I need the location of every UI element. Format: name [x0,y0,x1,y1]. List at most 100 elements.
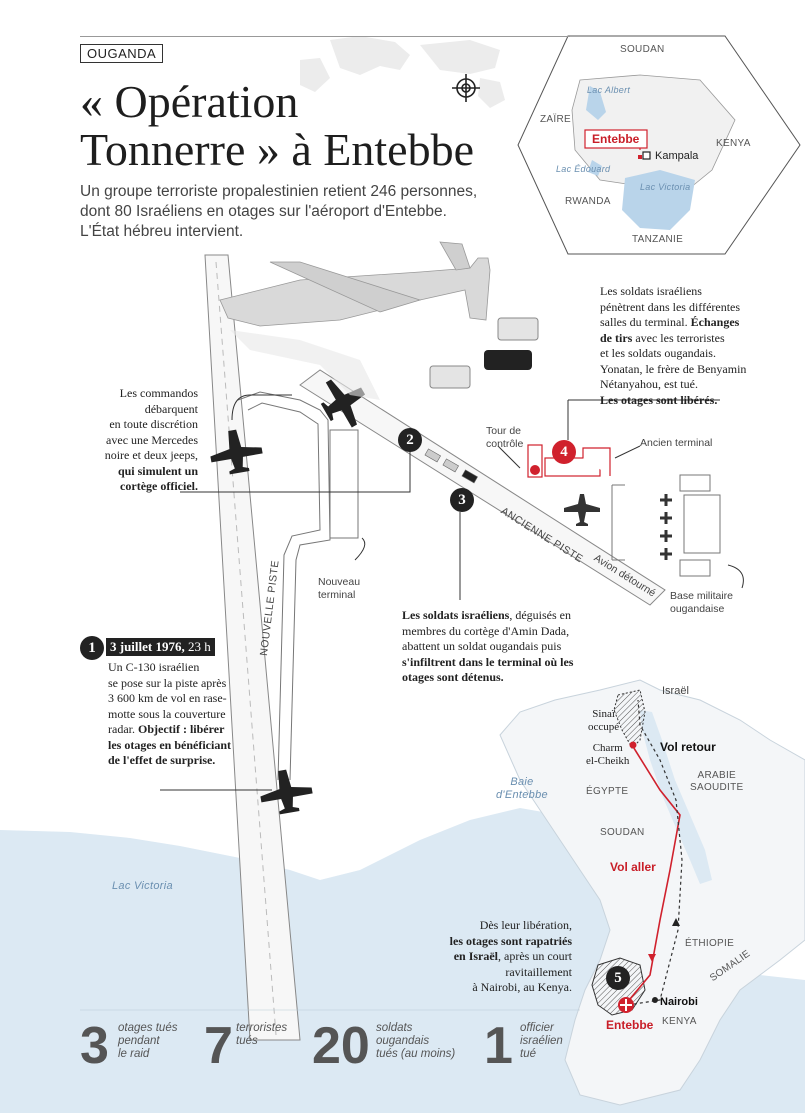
locator-map [517,35,801,255]
step-4-line: et les soldats ougandais. [600,346,716,360]
stat-line: tués (au moins) [376,1048,456,1060]
stat-line: le raid [118,1048,150,1060]
plane-marker-icon [620,999,632,1011]
leader-lines [160,394,744,791]
locator-tanzanie-label: TANZANIE [632,234,684,245]
new-terminal-line-1: Nouveau [318,576,361,588]
step-4-bold: Les otages sont libérés. [600,392,718,407]
locator-rwanda-label: RWANDA [565,196,611,207]
stat-soldiers-label: soldats ougandais tués (au moins) [376,1022,455,1061]
stat-soldiers-value: 20 [312,1017,370,1075]
step-2-line: noire et deux jeeps, [104,448,198,462]
step-5-line: , après un court [498,949,572,963]
nairobi-label: Nairobi [660,996,698,1008]
military-base-label: Base militaire ougandaise [670,590,733,616]
step-1-date-time: 23 h [184,639,211,654]
header-rule [80,36,570,37]
step-4-text: Les soldats israéliens pénètrent dans le… [600,284,750,408]
control-tower-line-2: contrôle [486,438,524,450]
entebbe-bay-label: Baie d'Entebbe [496,776,548,802]
step-1-bold: les otages en bénéficiant [108,737,231,752]
step-2-text: Les commandos débarquent en toute discré… [104,386,198,495]
israel-label: Israël [662,685,689,697]
saudi-arabia-label: ARABIE SAOUDITE [690,770,744,794]
step-1-bold: Objectif : libérer [134,722,225,736]
charm-line-2: el-Cheikh [586,755,630,767]
page-title: « Opération Tonnerre » à Entebbe [80,78,474,174]
step-5-line: à Nairobi, au Kenya. [472,980,572,994]
outbound-flight-label: Vol aller [610,860,656,874]
saudi-line-1: ARABIE [697,770,736,781]
step-2-line: débarquent [144,401,198,416]
step-5-line: Dès leur libération, [479,918,572,932]
military-base-line-1: Base militaire [670,590,734,602]
route-map-land [499,679,805,1106]
target-icon [452,74,480,102]
locator-soudan-label: SOUDAN [620,44,665,55]
sudan-label: SOUDAN [600,827,645,838]
charm-el-cheikh-label: Charm el-Cheikh [586,742,629,768]
step-1-line: radar. [108,722,135,736]
step-3-bold: otages sont détenus. [402,670,504,684]
step-4-line: Yonatan, le frère de Benyamin [600,361,747,376]
kenya-label: KENYA [662,1016,697,1027]
route-arrow-down-icon [648,954,656,962]
country-tag: OUGANDA [80,44,164,63]
step-2-bold: qui simulent un [117,463,198,478]
stat-line: officier [520,1022,554,1034]
stats-bar: 3 otages tués pendant le raid 7 terroris… [80,1020,580,1090]
subtitle-line-1: Un groupe terroriste propalestinien reti… [80,183,478,200]
locator-zaire-label: ZAÏRE [540,114,571,125]
stat-line: tués [236,1035,258,1047]
stat-line: ougandais [376,1035,430,1047]
military-base [611,474,721,577]
entebbe-bay-line-2: d'Entebbe [496,789,548,801]
step-3-line: , déguisés en [509,608,571,622]
stat-officer-value: 1 [484,1017,513,1075]
step-1-text: Un C-130 israélien se pose sur la piste … [108,660,248,769]
step-1-line: motte sous la couverture [108,706,226,721]
flight-route-outbound [624,744,681,1006]
locator-lac-victoria-label: Lac Victoria [640,182,691,192]
charm-line-1: Charm [592,742,623,754]
step-2-bold: cortège officiel. [120,479,198,493]
flight-route-return [627,699,683,1006]
step-2-line: en toute discrétion [109,417,198,431]
step-2-badge: 2 [398,428,422,452]
entebbe-route-label: Entebbe [606,1018,654,1032]
step-3-badge: 3 [450,488,474,512]
step-3-bold: s'infiltrent dans le terminal où les [402,654,574,669]
sinai-line-1: Sinaï [592,708,615,720]
stat-line: tué [520,1048,536,1060]
control-tower-label: Tour de contrôle [486,425,523,451]
sinai-label: Sinaï occupé [588,708,619,734]
locator-kenya-label: KENYA [716,138,751,149]
sinai-line-2: occupé [588,721,620,733]
lake-victoria-label: Lac Victoria [112,880,173,892]
nairobi-dot [652,997,658,1003]
stat-line: terroristes [236,1022,288,1034]
subtitle: Un groupe terroriste propalestinien reti… [80,182,500,242]
step-2-line: avec une Mercedes [106,432,198,447]
vehicles-illustration [429,317,539,389]
stat-line: pendant [118,1035,160,1047]
locator-lac-albert-label: Lac Albert [587,85,631,95]
step-4-line: pénètrent dans les différentes [600,299,741,314]
subtitle-line-3: L'État hébreu intervient. [80,223,244,240]
step-1-bold: de l'effet de surprise. [108,753,216,767]
title-line-2: Tonnerre » à Entebbe [80,124,474,175]
c130-illustration [219,241,491,400]
return-flight-label: Vol retour [660,740,716,754]
locator-lac-edouard-label: Lac Édouard [556,164,611,174]
step-4-line: Les soldats israéliens [600,284,702,298]
military-base-line-2: ougandaise [670,603,725,615]
step-5-bold: en Israël [453,949,499,963]
step-4-bold: de tirs [600,330,633,345]
convoy-vehicles [424,448,478,484]
step-4-line: salles du terminal. [600,315,688,329]
step-2-line: Les commandos [119,386,198,400]
control-tower-line-1: Tour de [486,425,522,437]
step-1-date: 3 juillet 1976, 23 h [106,638,215,656]
world-map-watermark [300,36,505,108]
